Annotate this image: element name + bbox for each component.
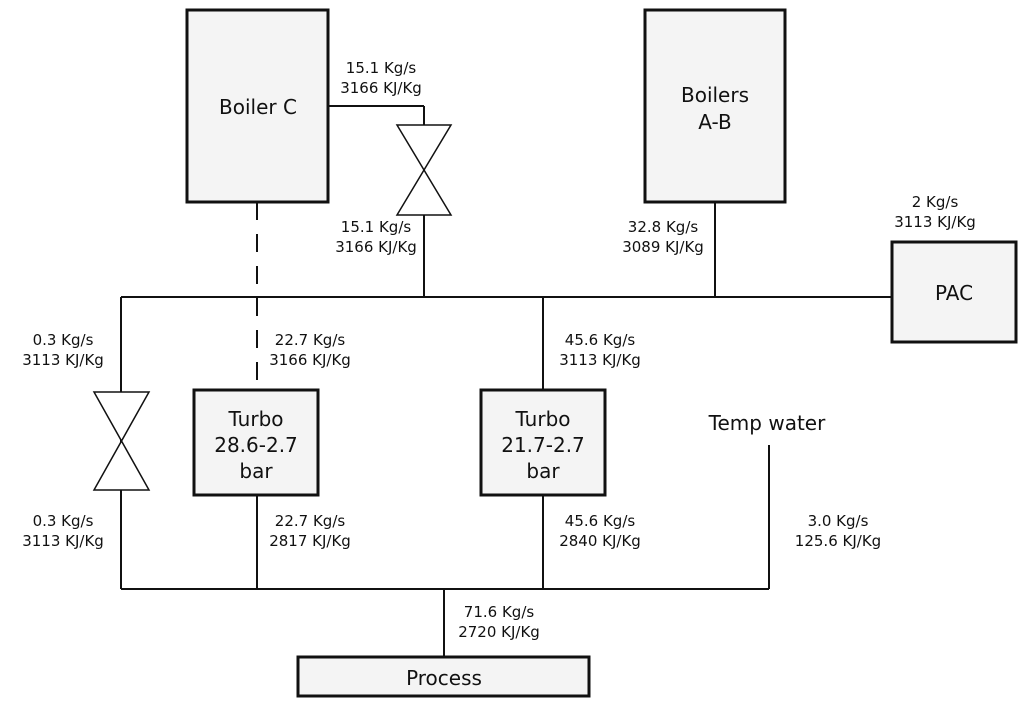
turbo-2-label-line3: bar xyxy=(526,459,560,483)
boilers-ab-label-line2: A-B xyxy=(698,110,731,134)
pac-box xyxy=(890,240,1018,344)
turbo-1-out-flow-rate: 22.7 Kg/s xyxy=(275,512,346,530)
pac-in-enthalpy: 3113 KJ/Kg xyxy=(894,213,976,231)
turbo-1-label-line1: Turbo xyxy=(227,407,283,431)
boiler-c-out-flow-rate: 15.1 Kg/s xyxy=(346,59,417,77)
boiler-c-label: Boiler C xyxy=(219,95,297,119)
boilers-ab-label-line1: Boilers xyxy=(681,83,749,107)
temp-water-enthalpy: 125.6 KJ/Kg xyxy=(795,532,881,550)
boilers-ab-box xyxy=(643,8,787,204)
turbo-2-in-enthalpy: 3113 KJ/Kg xyxy=(559,351,641,369)
left-valve-in-flow-rate: 0.3 Kg/s xyxy=(33,331,94,349)
top-valve-icon xyxy=(395,124,453,216)
turbo-2-box xyxy=(479,388,607,497)
process-in-enthalpy: 2720 KJ/Kg xyxy=(458,623,540,641)
boiler-c-box xyxy=(185,8,330,204)
turbo-1-out-enthalpy: 2817 KJ/Kg xyxy=(269,532,351,550)
boiler-c-out-enthalpy: 3166 KJ/Kg xyxy=(340,79,422,97)
left-valve-out-enthalpy: 3113 KJ/Kg xyxy=(22,532,104,550)
boilers-ab-out-enthalpy: 3089 KJ/Kg xyxy=(622,238,704,256)
turbo-2-label-line1: Turbo xyxy=(514,407,570,431)
left-valve-icon xyxy=(92,391,151,491)
boilers-ab-out-flow-rate: 32.8 Kg/s xyxy=(628,218,699,236)
valve-top-out-flow-rate: 15.1 Kg/s xyxy=(341,218,412,236)
temp-water-label: Temp water xyxy=(708,411,826,435)
turbo-1-box xyxy=(192,388,320,497)
turbo-1-in-flow-rate: 22.7 Kg/s xyxy=(275,331,346,349)
pac-in-flow-rate: 2 Kg/s xyxy=(912,193,959,211)
turbo-1-label-line2: 28.6-2.7 xyxy=(214,433,298,457)
temp-water-flow-rate: 3.0 Kg/s xyxy=(808,512,869,530)
turbo-1-in-enthalpy: 3166 KJ/Kg xyxy=(269,351,351,369)
pac-label: PAC xyxy=(935,281,973,305)
process-box xyxy=(296,655,591,698)
process-in-flow-rate: 71.6 Kg/s xyxy=(464,603,535,621)
turbo-2-out-flow-rate: 45.6 Kg/s xyxy=(565,512,636,530)
process-label: Process xyxy=(406,666,482,690)
left-valve-out-flow-rate: 0.3 Kg/s xyxy=(33,512,94,530)
turbo-2-out-enthalpy: 2840 KJ/Kg xyxy=(559,532,641,550)
turbo-2-in-flow-rate: 45.6 Kg/s xyxy=(565,331,636,349)
valve-top-out-enthalpy: 3166 KJ/Kg xyxy=(335,238,417,256)
turbo-2-label-line2: 21.7-2.7 xyxy=(501,433,585,457)
left-valve-in-enthalpy: 3113 KJ/Kg xyxy=(22,351,104,369)
turbo-1-label-line3: bar xyxy=(239,459,273,483)
